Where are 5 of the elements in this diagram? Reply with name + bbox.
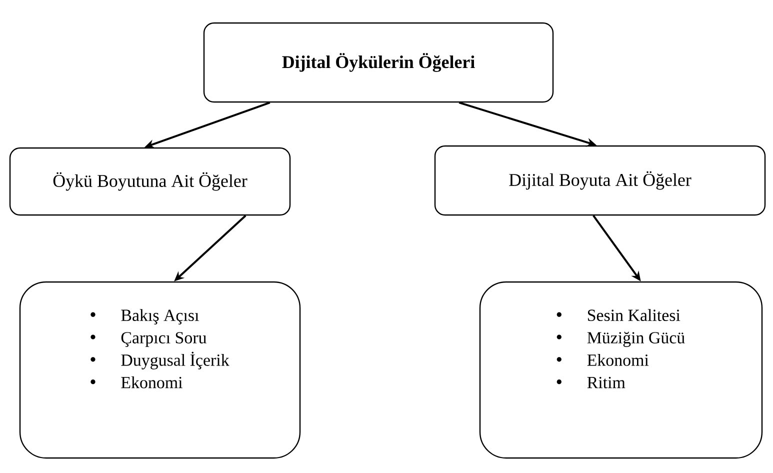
title-box: Dijital Öykülerin Öğeleri <box>203 22 554 103</box>
category-box: Dijital Boyuta Ait Öğeler <box>434 145 766 216</box>
category-box: Öykü Boyutuna Ait Öğeler <box>9 147 291 216</box>
bullet-list-box: Sesin Kalitesi Müziğin Gücü Ekonomi Ritim <box>479 281 763 459</box>
bullet-list-box: Bakış Açısı Çarpıcı Soru Duygusal İçerik Ekonomi <box>19 281 301 459</box>
